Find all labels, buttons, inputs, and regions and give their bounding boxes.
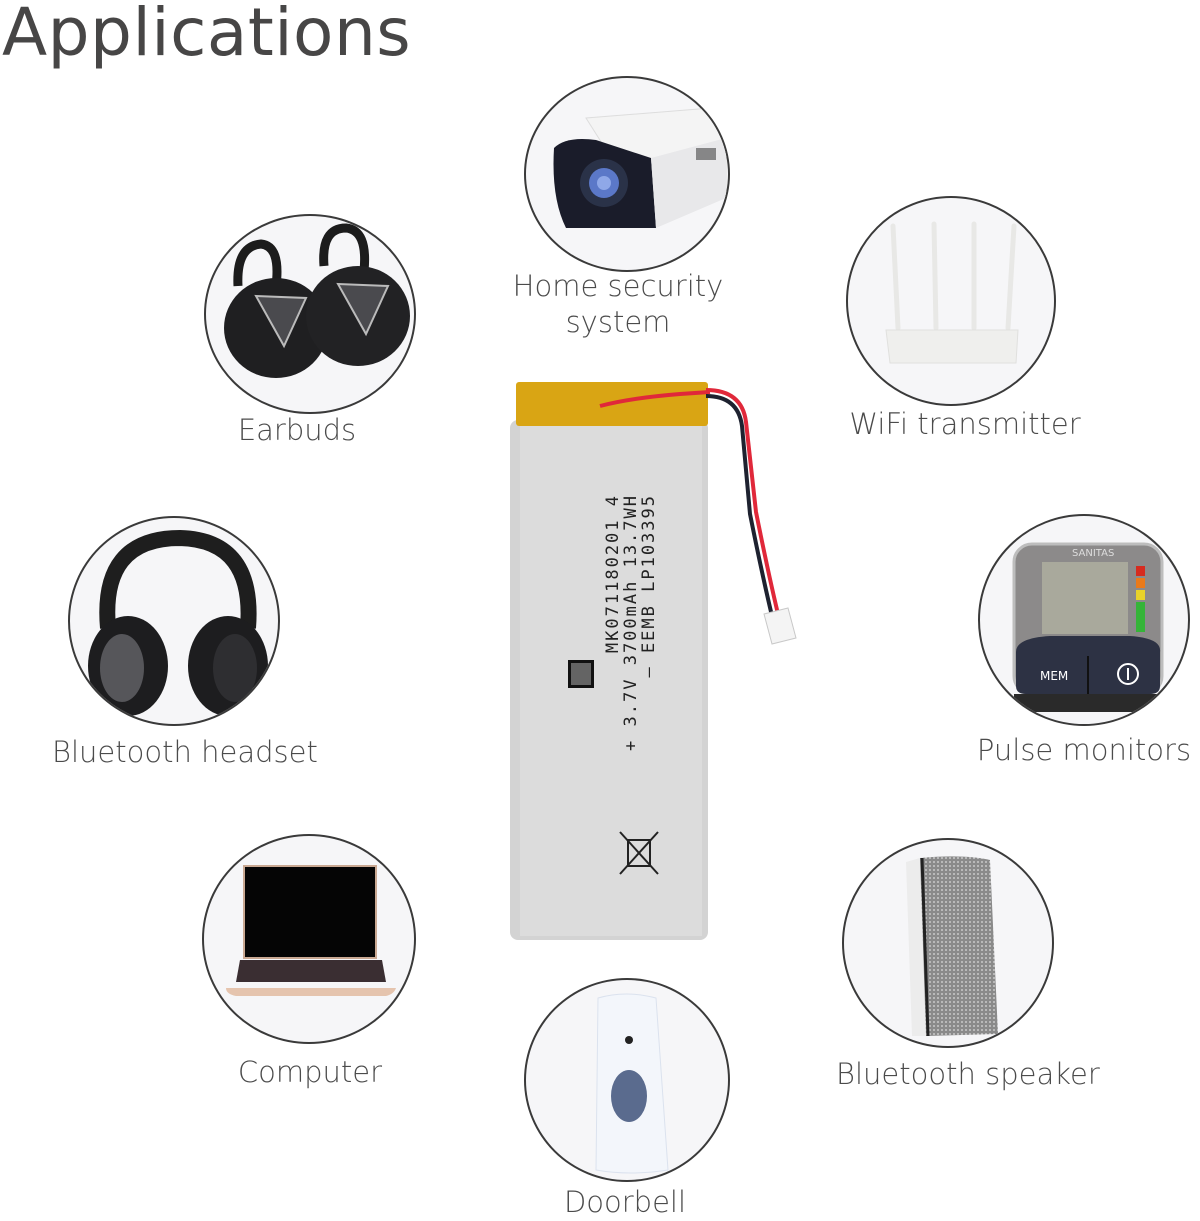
mem-button-label: MEM <box>1040 669 1068 683</box>
label-bluetooth-headset: Bluetooth headset <box>52 735 318 769</box>
earbuds-circle <box>204 214 416 414</box>
security-camera-icon <box>553 107 727 228</box>
battery-label-line1: — EEMB LP103395 <box>639 494 659 678</box>
speaker-circle <box>842 838 1054 1048</box>
pulse-monitor-circle: MEM SANITAS <box>978 514 1190 726</box>
doorbell-icon <box>595 993 669 1174</box>
battery-label-line2: + 3.7V 3700mAh 13.7WH <box>621 494 641 751</box>
page-title: Applications <box>2 0 412 71</box>
battery-product: — EEMB LP103395 + 3.7V 3700mAh 13.7WH MK… <box>510 382 850 952</box>
headphones-circle <box>68 516 280 726</box>
brand-label: SANITAS <box>1072 548 1114 559</box>
security-camera-circle <box>524 76 730 272</box>
label-computer: Computer <box>237 1055 383 1089</box>
label-earbuds: Earbuds <box>237 413 357 447</box>
blood-pressure-monitor-icon: MEM SANITAS <box>1012 542 1164 712</box>
laptop-circle <box>202 834 416 1044</box>
label-bluetooth-speaker: Bluetooth speaker <box>836 1057 1100 1091</box>
label-doorbell: Doorbell <box>563 1185 687 1219</box>
wifi-router-circle <box>846 196 1056 406</box>
earbuds-icon <box>224 223 410 378</box>
label-wifi-transmitter: WiFi transmitter <box>849 407 1081 441</box>
laptop-icon <box>226 865 396 996</box>
label-pulse-monitors: Pulse monitors <box>976 733 1192 767</box>
speaker-icon <box>906 856 998 1037</box>
battery-label-line3: MK071180201 4 <box>603 494 623 654</box>
lipo-battery-icon <box>510 382 797 940</box>
wifi-router-icon <box>885 221 1019 364</box>
headphones-icon <box>88 529 268 716</box>
doorbell-circle <box>524 978 730 1182</box>
label-home-security: Home security system <box>512 269 724 339</box>
